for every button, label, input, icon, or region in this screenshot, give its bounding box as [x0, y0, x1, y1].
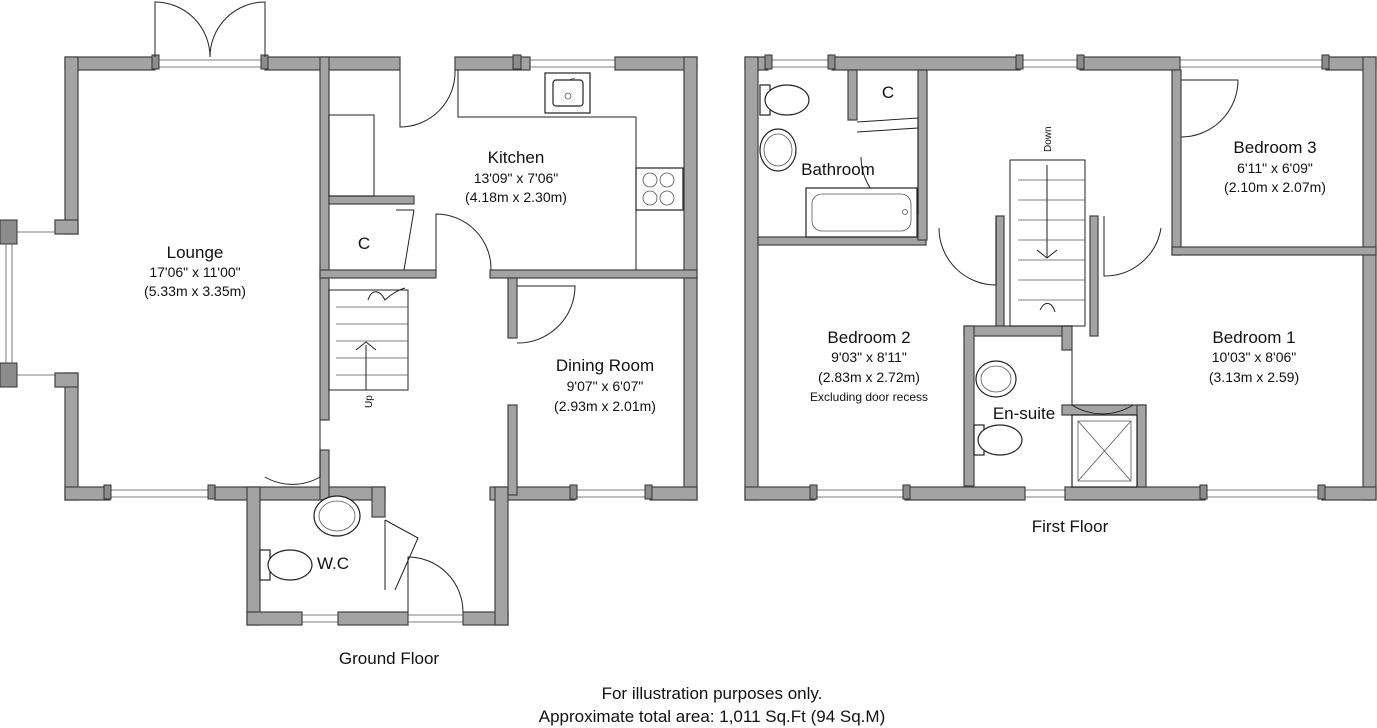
stairs-down-label: Down — [1043, 126, 1054, 152]
footer: For illustration purposes only. Approxim… — [539, 684, 885, 726]
dining-name: Dining Room — [556, 356, 654, 375]
first-inner-walls — [757, 69, 1377, 488]
bedroom1-metric: (3.13m x 2.59) — [1209, 369, 1299, 385]
wc-fittings — [259, 495, 361, 581]
ground-doors — [154, 1, 576, 613]
bedroom3-name: Bedroom 3 — [1233, 138, 1316, 157]
kitchen-name: Kitchen — [488, 148, 545, 167]
first-floor-plan: Bedroom 1 10'03" x 8'06" (3.13m x 2.59) … — [744, 54, 1377, 536]
ensuite-label: En-suite — [993, 404, 1055, 423]
lounge-metric: (5.33m x 3.35m) — [144, 283, 246, 299]
first-windows — [764, 54, 1330, 500]
kitchen-metric: (4.18m x 2.30m) — [465, 189, 567, 205]
ground-labels: Lounge 17'06" x 11'00" (5.33m x 3.35m) K… — [144, 148, 656, 668]
bedroom2-imperial: 9'03" x 8'11" — [831, 349, 907, 365]
bedroom1-imperial: 10'03" x 8'06" — [1212, 349, 1297, 365]
footer-total-area: Approximate total area: 1,011 Sq.Ft (94 … — [539, 707, 885, 726]
footer-disclaimer: For illustration purposes only. — [602, 684, 823, 703]
ground-floor-label: Ground Floor — [339, 649, 439, 668]
bedroom1-name: Bedroom 1 — [1212, 328, 1295, 347]
bedroom2-note: Excluding door recess — [810, 390, 928, 404]
bathroom-label: Bathroom — [801, 160, 875, 179]
first-floor-label: First Floor — [1032, 517, 1109, 536]
ground-cupboard-label: C — [358, 234, 370, 253]
ground-windows — [0, 54, 653, 623]
ground-stairs — [328, 287, 409, 391]
bathroom-fittings — [759, 84, 918, 238]
ground-floor-plan: Lounge 17'06" x 11'00" (5.33m x 3.35m) K… — [0, 1, 698, 668]
kitchen-fittings — [328, 70, 684, 270]
first-labels: Bedroom 1 10'03" x 8'06" (3.13m x 2.59) … — [801, 83, 1326, 536]
ground-inner-walls — [319, 56, 698, 501]
bedroom2-name: Bedroom 2 — [827, 328, 910, 347]
wc-label: W.C — [317, 554, 349, 573]
first-outer-walls — [744, 56, 1377, 501]
ensuite-fittings — [973, 360, 1138, 488]
dining-imperial: 9'07" x 6'07" — [567, 378, 644, 394]
first-doors — [856, 79, 1239, 415]
kitchen-imperial: 13'09" x 7'06" — [474, 170, 559, 186]
first-stairs — [1009, 159, 1086, 327]
bedroom3-metric: (2.10m x 2.07m) — [1224, 179, 1326, 195]
dining-metric: (2.93m x 2.01m) — [554, 398, 656, 414]
bedroom3-imperial: 6'11" x 6'09" — [1237, 160, 1313, 176]
stairs-up-label: Up — [364, 395, 375, 408]
lounge-imperial: 17'06" x 11'00" — [149, 264, 240, 280]
first-cupboard-label: C — [882, 83, 894, 102]
lounge-name: Lounge — [167, 243, 224, 262]
bedroom2-metric: (2.83m x 2.72m) — [818, 369, 920, 385]
